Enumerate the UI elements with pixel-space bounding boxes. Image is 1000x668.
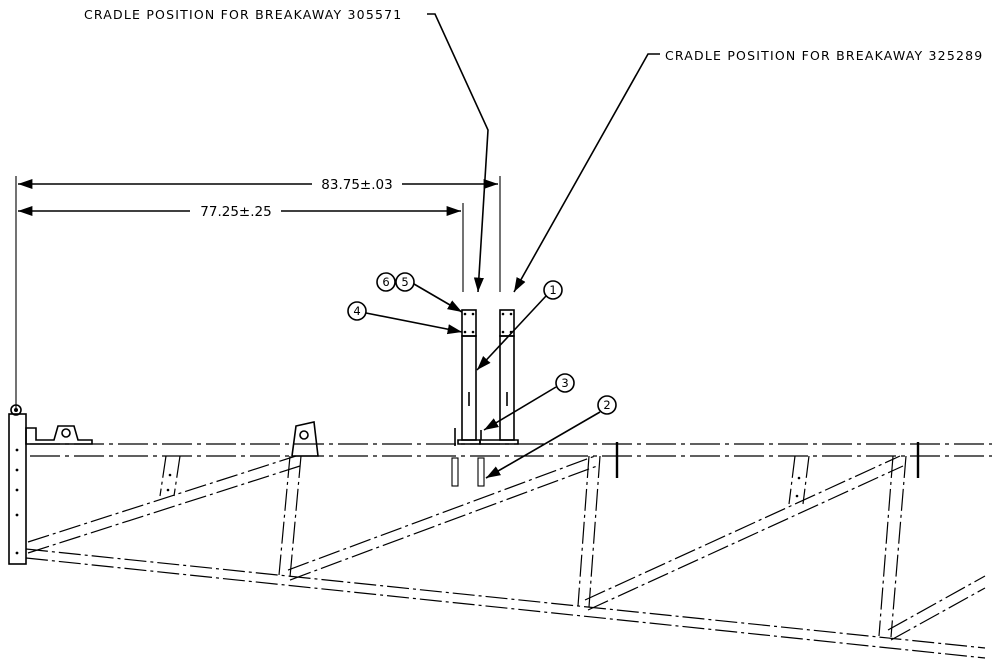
note-cradle-325289: CRADLE POSITION FOR BREAKAWAY 325289: [665, 48, 983, 63]
dimension-short: 77.25±.25: [17, 203, 464, 292]
note-cradle-305571: CRADLE POSITION FOR BREAKAWAY 305571: [84, 7, 402, 22]
diagonal-webs: [27, 455, 986, 641]
leader-item-4: [365, 312, 463, 335]
callout-item-6: 6: [376, 272, 396, 292]
cradle-305571: [457, 309, 481, 445]
callout-item-3: 3: [555, 373, 575, 393]
svg-text:4: 4: [353, 304, 360, 318]
callout-item-2: 2: [597, 395, 617, 415]
cradle-325289: [479, 309, 519, 445]
fasteners: [451, 428, 485, 487]
dim-label-short: 77.25±.25: [200, 204, 271, 220]
leader-item-1: [476, 295, 547, 371]
leader-cradle-325289: [513, 53, 660, 293]
mount-bracket-mid: [291, 421, 319, 457]
svg-text:1: 1: [549, 283, 556, 297]
end-post: [8, 404, 27, 565]
callout-item-5: 5: [395, 272, 415, 292]
stub-members: [159, 455, 810, 505]
dim-label-long: 83.75±.03: [321, 177, 392, 193]
dimension-long: 83.75±.03: [15, 176, 501, 408]
svg-text:2: 2: [603, 398, 610, 412]
svg-text:5: 5: [401, 275, 408, 289]
bottom-chord-lower: [25, 557, 986, 659]
vertical-webs: [278, 455, 907, 638]
callout-item-1: 1: [543, 280, 563, 300]
bottom-chord-upper: [25, 548, 986, 649]
leader-item-3: [483, 386, 557, 431]
callout-item-4: 4: [347, 301, 367, 321]
mount-bracket-left: [25, 425, 93, 445]
svg-text:6: 6: [382, 275, 389, 289]
svg-text:3: 3: [561, 376, 568, 390]
leader-item-2: [485, 411, 601, 479]
leader-item-5: [413, 283, 463, 313]
leader-cradle-305571: [427, 13, 489, 293]
